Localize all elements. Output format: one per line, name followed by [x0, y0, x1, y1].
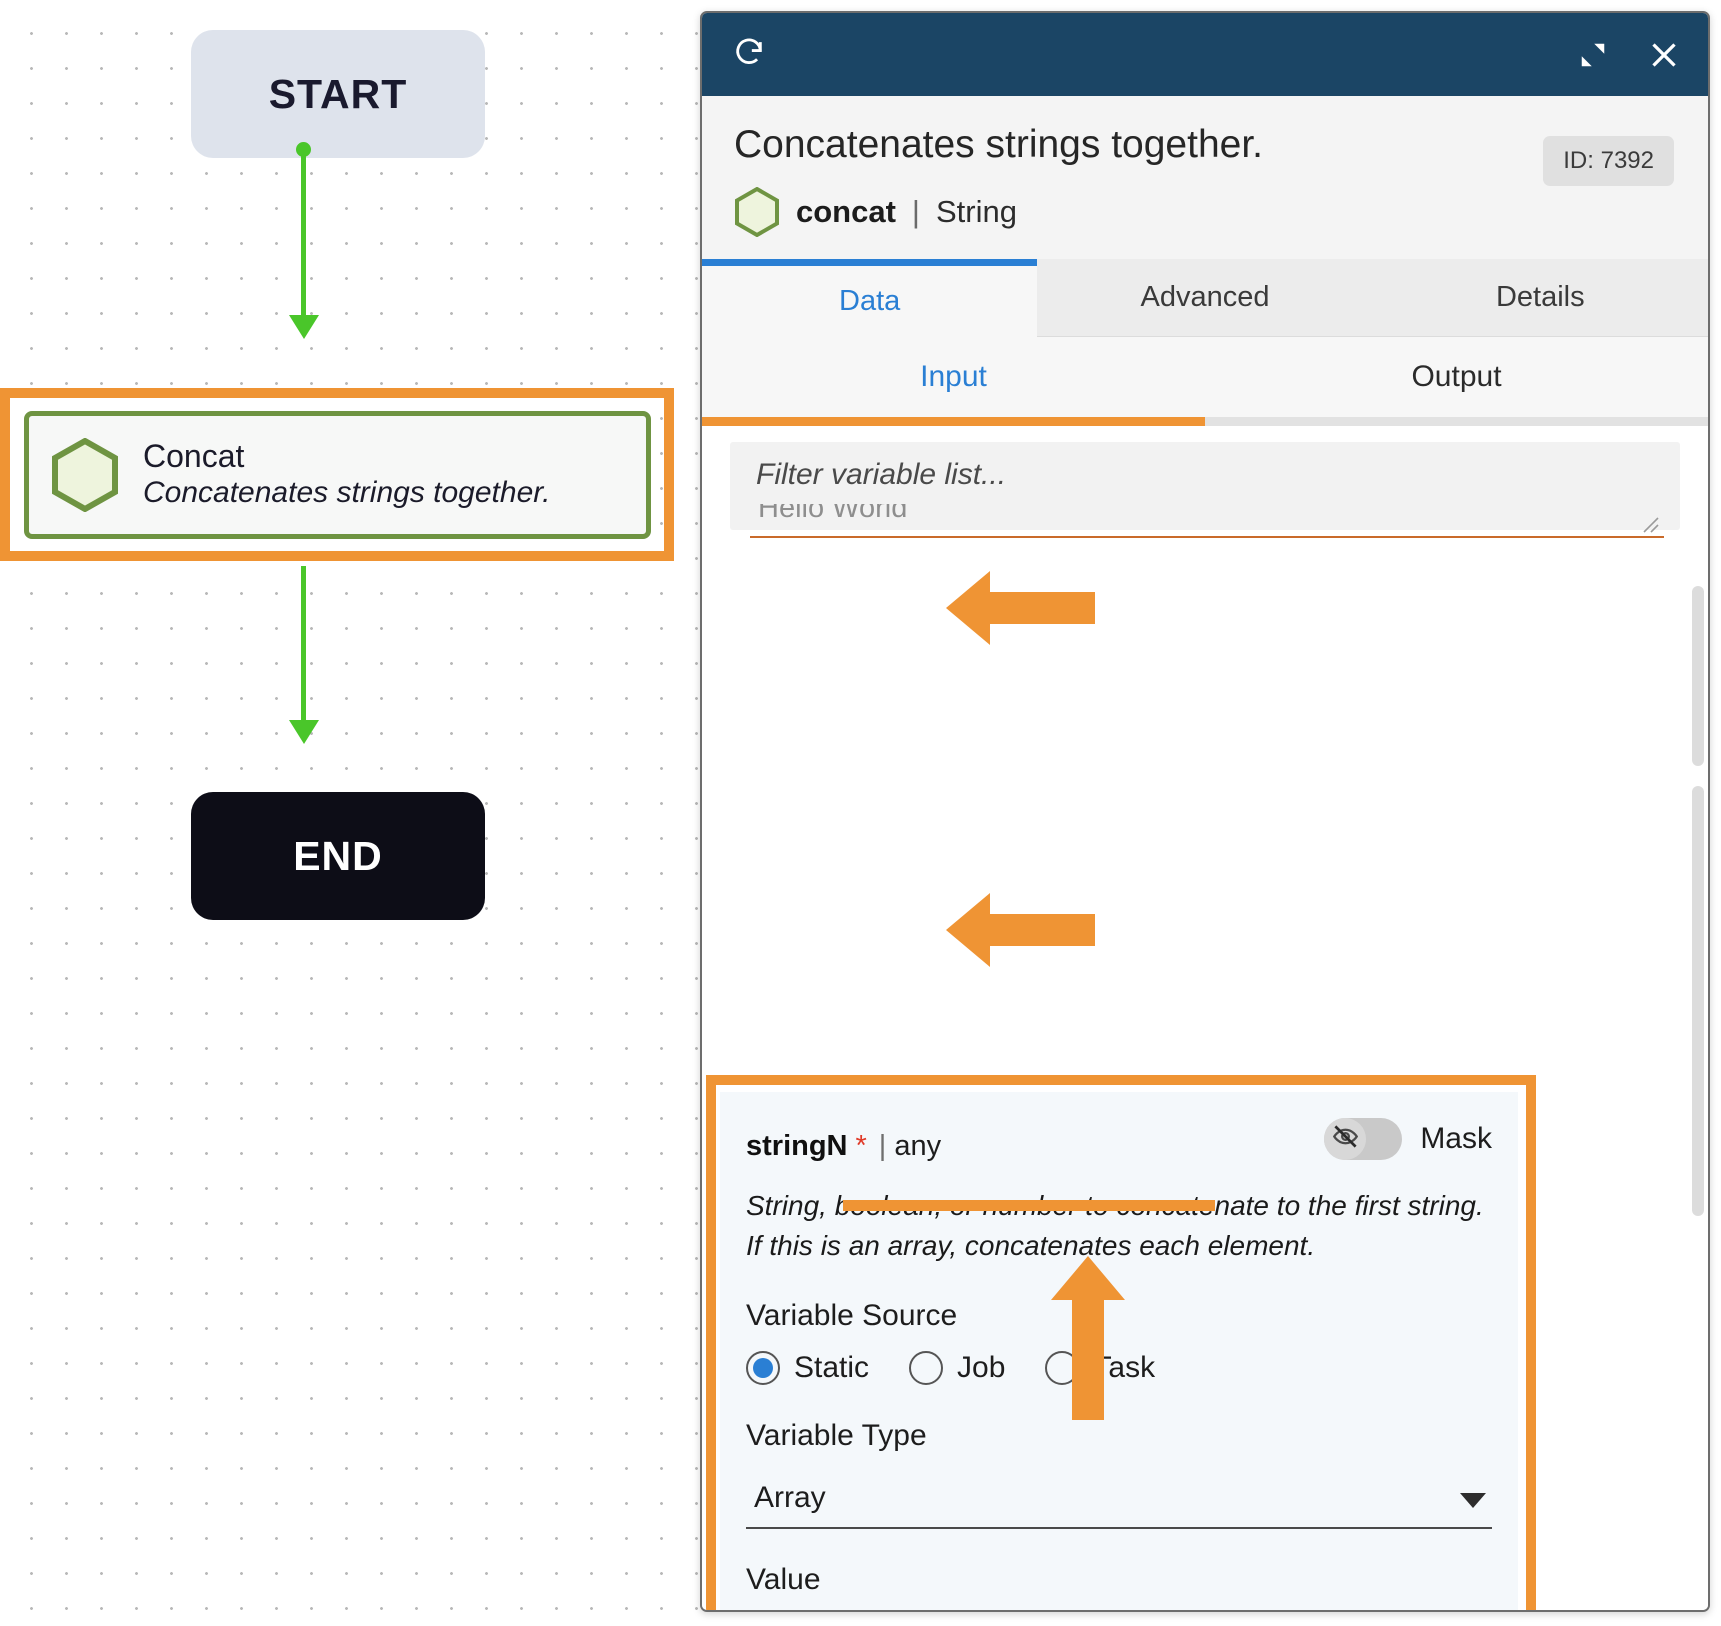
hexagon-icon: [734, 186, 780, 238]
field-description: String, boolean, or number to concatenat…: [746, 1189, 1484, 1261]
resize-grip-icon[interactable]: [1638, 512, 1660, 534]
variable-type-value: Array: [754, 1481, 826, 1515]
panel-body: Filter variable list... Hello World stri…: [702, 425, 1708, 1610]
concat-node-title: Concat: [143, 438, 245, 475]
arrow-shaft: [1072, 1300, 1104, 1420]
arrow-head: [946, 893, 990, 967]
mask-control[interactable]: Mask: [1324, 1117, 1492, 1160]
value-label: Value: [746, 1563, 821, 1597]
subtab-output-label: Output: [1411, 359, 1502, 393]
panel-tabs: Data Advanced Details: [702, 258, 1708, 337]
variable-source-radio-group: Static Job Task: [746, 1351, 1492, 1386]
close-icon[interactable]: [1646, 37, 1682, 73]
arrow-head: [1051, 1256, 1125, 1300]
variable-type-select[interactable]: Array: [746, 1469, 1492, 1530]
concat-node-subtitle: Concatenates strings together.: [143, 475, 551, 509]
node-properties-panel: Concatenates strings together. ID: 7392 …: [700, 11, 1710, 1612]
edge-start-to-concat: [301, 150, 306, 320]
concat-node[interactable]: Concat Concatenates strings together.: [24, 411, 651, 539]
field-divider: |: [878, 1130, 887, 1163]
field-required-marker: *: [855, 1130, 867, 1163]
page-title: Concatenates strings together.: [734, 123, 1263, 166]
filter-placeholder: Filter variable list...: [756, 457, 1007, 491]
id-badge: ID: 7392: [1543, 136, 1674, 186]
node-type: String: [935, 193, 1017, 229]
hexagon-icon: [51, 437, 119, 513]
tab-data-label: Data: [839, 284, 901, 317]
node-subline: concat | String: [734, 186, 1676, 238]
tab-details-label: Details: [1495, 280, 1585, 313]
panel-header: Concatenates strings together. ID: 7392 …: [702, 96, 1708, 238]
filter-variable-box[interactable]: Filter variable list... Hello World: [730, 441, 1680, 538]
subtab-input-label: Input: [920, 359, 987, 393]
subtab-indicator-inactive: [1205, 417, 1708, 426]
previous-field-value: Hello World: [758, 503, 908, 524]
refresh-icon[interactable]: [732, 35, 766, 74]
end-node-label: END: [293, 832, 383, 879]
arrow-shaft: [990, 914, 1095, 946]
minimize-icon[interactable]: [1578, 40, 1608, 70]
variable-source-label: Variable Source: [746, 1299, 958, 1333]
panel-scrollbar-top[interactable]: [1692, 585, 1704, 766]
arrow-head: [946, 571, 990, 645]
field-group-highlight: [706, 1074, 1536, 1610]
start-node-label: START: [268, 70, 408, 117]
subtab-output[interactable]: Output: [1205, 337, 1708, 417]
workflow-canvas[interactable]: START Concat Concatenates strings togeth…: [0, 0, 700, 1626]
radio-static-dot: [753, 1358, 773, 1379]
subtab-indicator: [702, 416, 1708, 426]
variable-type-label: Variable Type: [746, 1419, 927, 1453]
edge-arrowhead-end: [289, 720, 319, 744]
radio-job[interactable]: [909, 1351, 944, 1386]
panel-scrollbar[interactable]: [1692, 785, 1704, 1216]
subtab-input[interactable]: Input: [702, 337, 1205, 417]
mask-label: Mask: [1420, 1121, 1492, 1155]
tab-advanced-label: Advanced: [1140, 280, 1270, 313]
annotation-underline-code: [843, 1200, 1215, 1211]
eye-slash-icon: [1332, 1123, 1359, 1155]
mask-toggle-knob: [1324, 1117, 1367, 1160]
tab-data[interactable]: Data: [702, 258, 1038, 337]
field-stringN: stringN * | any: [720, 1091, 1518, 1610]
node-name: concat: [796, 193, 896, 229]
end-node[interactable]: END: [191, 792, 485, 920]
radio-static[interactable]: [746, 1351, 780, 1386]
panel-titlebar: [702, 13, 1708, 96]
io-subtabs: Input Output: [702, 336, 1708, 417]
field-name: stringN: [746, 1130, 848, 1163]
arrow-shaft: [990, 592, 1095, 624]
radio-static-label: Static: [794, 1351, 870, 1385]
chevron-down-icon: [1460, 1493, 1486, 1509]
tab-advanced[interactable]: Advanced: [1037, 258, 1373, 337]
start-node[interactable]: START: [191, 30, 485, 158]
subline-divider: |: [911, 193, 920, 229]
edge-source-dot: [296, 142, 311, 157]
field-type: any: [894, 1130, 942, 1163]
tab-details[interactable]: Details: [1372, 258, 1708, 337]
edge-concat-to-end: [301, 566, 306, 726]
subtab-indicator-active: [702, 416, 1205, 426]
edge-arrowhead-concat: [289, 315, 319, 339]
field-header: stringN * | any: [746, 1117, 1492, 1174]
concat-node-highlight: [0, 388, 674, 561]
mask-toggle[interactable]: [1324, 1117, 1403, 1160]
radio-job-label: Job: [957, 1351, 1006, 1385]
previous-field-partial[interactable]: Hello World: [750, 504, 1664, 538]
